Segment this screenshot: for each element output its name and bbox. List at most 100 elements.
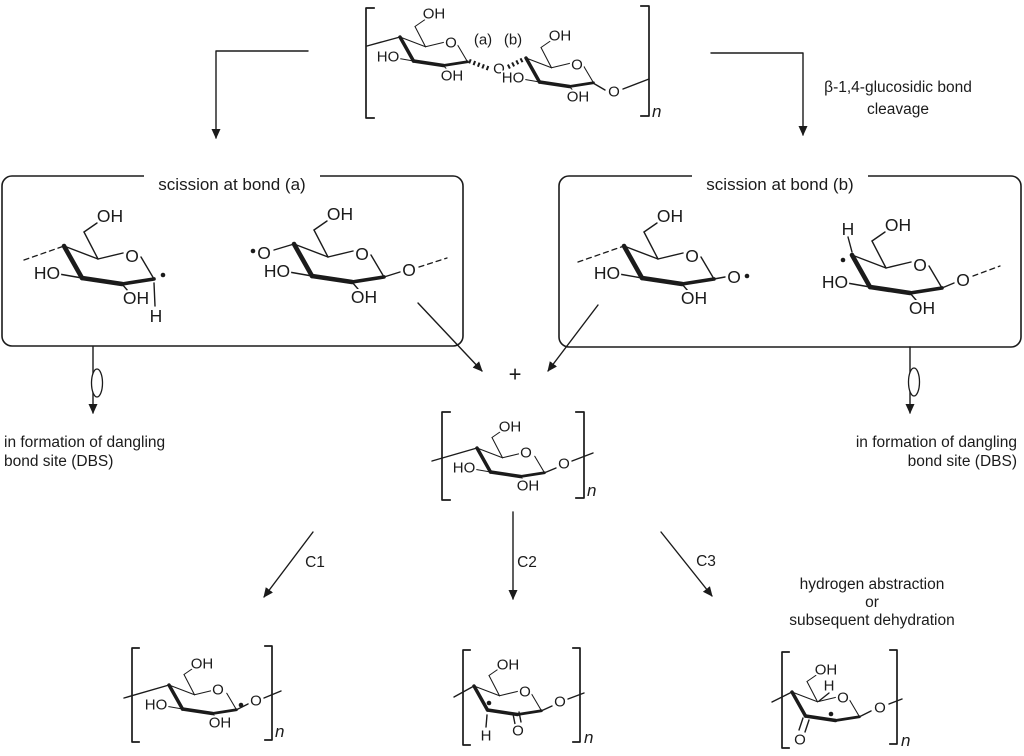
hydroxyl-label: OH (567, 89, 590, 106)
radical-dot (160, 272, 166, 278)
hydroxyl-label: OH (909, 298, 935, 318)
linking-oxygen-label: O (250, 693, 262, 710)
dbs-left-line2: bond site (DBS) (4, 453, 113, 470)
radical-dot (486, 700, 492, 706)
dbs-right-line2: bond site (DBS) (908, 453, 1017, 470)
polymer-exit-bond (567, 692, 585, 700)
ketone-bond-2 (804, 719, 810, 733)
linking-oxygen-label: O (874, 700, 886, 717)
box-b-left-molecule: OH O HO OH O (577, 204, 750, 310)
branch-right-arrow (710, 52, 808, 136)
ring-oxygen-label: O (125, 246, 139, 266)
h-c5-bond (818, 692, 830, 702)
c3-note-line1: hydrogen abstraction (800, 576, 945, 593)
polymer-exit-bond (263, 690, 282, 699)
ring-oxygen-label: O (913, 255, 927, 275)
radical-dot (744, 273, 750, 279)
polymer-continuation-dashed (418, 257, 448, 268)
radical-dot (250, 248, 256, 254)
center-structure: OH O HO OH O n (431, 411, 596, 501)
hydroxyl-label: HO (145, 697, 168, 714)
alkoxy-oxygen-label: O (727, 267, 741, 287)
ketone-bond-1 (512, 713, 516, 725)
hydroxymethyl-label: OH (549, 28, 572, 45)
hydroxymethyl-label: OH (191, 656, 214, 673)
plus-sign: + (509, 362, 522, 387)
box-a-title: scission at bond (a) (158, 175, 305, 194)
channel-c3-arrow (660, 531, 713, 597)
hydroxymethyl-label: OH (499, 419, 522, 436)
hydrogen-label: H (150, 306, 163, 326)
top-structure: OH O HO OH O (a) (b) OH O HO OH O n (365, 4, 661, 121)
recombination-loop (907, 367, 921, 397)
ring-oxygen-label: O (355, 244, 369, 264)
hydroxymethyl-label: OH (423, 6, 446, 23)
channel-c1-arrow (263, 531, 314, 598)
top-right-bracket (640, 5, 650, 117)
converge-right-arrow (547, 304, 599, 372)
cleavage-label-line1: β-1,4-glucosidic bond (824, 79, 972, 96)
cleavage-label-line2: cleavage (867, 101, 929, 118)
hydroxyl-label: OH (123, 288, 149, 308)
ring-oxygen-label: O (571, 57, 583, 74)
c1-o-bond (941, 282, 955, 289)
box-b-title-mask (692, 170, 868, 188)
polymer-continuation-dashed (972, 265, 1001, 277)
box-a-left-molecule: OH O HO OH H (23, 204, 166, 328)
dbs-left: in formation of dangling bond site (DBS) (4, 346, 165, 470)
c1-o-bond (713, 276, 726, 280)
linking-oxygen-label: O (608, 84, 620, 101)
hydroxyl-label: OH (517, 478, 540, 495)
box-a-right-molecule: O OH O HO OH O (250, 202, 448, 309)
c1-o-bond (540, 705, 553, 712)
radical-dot (840, 257, 846, 263)
c3-h-bond (485, 714, 488, 728)
o-c4-bond (273, 243, 295, 251)
polymer-entry-bond (431, 447, 478, 462)
box-b-title: scission at bond (b) (706, 175, 853, 194)
linking-oxygen-label: O (956, 270, 970, 290)
product-c1: OH O HO OH O n (123, 645, 284, 743)
box-b-border (558, 175, 1022, 348)
product-c3: OH O H O O n (771, 649, 910, 751)
polymer-exit-bond (888, 698, 903, 705)
channel-c3-label: C3 (696, 553, 716, 570)
glycosidic-oxygen-label: O (493, 61, 505, 78)
bracket-left (462, 649, 471, 746)
ketone-oxygen-label: O (512, 723, 524, 740)
branch-left-arrow (211, 50, 309, 139)
c1-o-bond (235, 703, 249, 711)
converge-left-arrow (417, 302, 483, 372)
c1-o-bond (383, 271, 401, 278)
hydroxyl-label: HO (377, 49, 400, 66)
linking-oxygen-label: O (554, 694, 566, 711)
dbs-right: in formation of dangling bond site (DBS) (856, 346, 1017, 470)
c3-note-line3: subsequent dehydration (789, 612, 954, 629)
center-left-bracket (441, 411, 451, 501)
hydrogen-label: H (824, 678, 835, 695)
repeat-subscript: n (275, 722, 284, 741)
ketone-bond-1 (798, 717, 804, 731)
hydroxymethyl-label: OH (657, 206, 683, 226)
bracket-right (889, 649, 898, 745)
polymer-entry-bond (366, 36, 401, 47)
hydroxymethyl-label: OH (497, 657, 520, 674)
bracket-left (781, 651, 790, 749)
ring-oxygen-label: O (520, 445, 532, 462)
hydroxymethyl-label: OH (97, 206, 123, 226)
polymer-exit-bond (571, 452, 594, 462)
channel-c2-label: C2 (517, 554, 537, 571)
polymer-entry-bond (123, 684, 170, 699)
hydroxyl-label: OH (209, 715, 232, 732)
hydrogen-label: H (842, 219, 855, 239)
repeat-subscript: n (652, 102, 661, 121)
bond-b-hashed (507, 57, 525, 69)
hydroxymethyl-label: OH (885, 215, 911, 235)
polymer-entry-bond (453, 685, 475, 698)
hydroxyl-label: OH (441, 68, 464, 85)
repeat-subscript: n (901, 731, 910, 750)
hydroxymethyl-label: OH (815, 662, 838, 679)
top-left-bracket (365, 7, 375, 119)
ring-oxygen-label: O (212, 682, 224, 699)
